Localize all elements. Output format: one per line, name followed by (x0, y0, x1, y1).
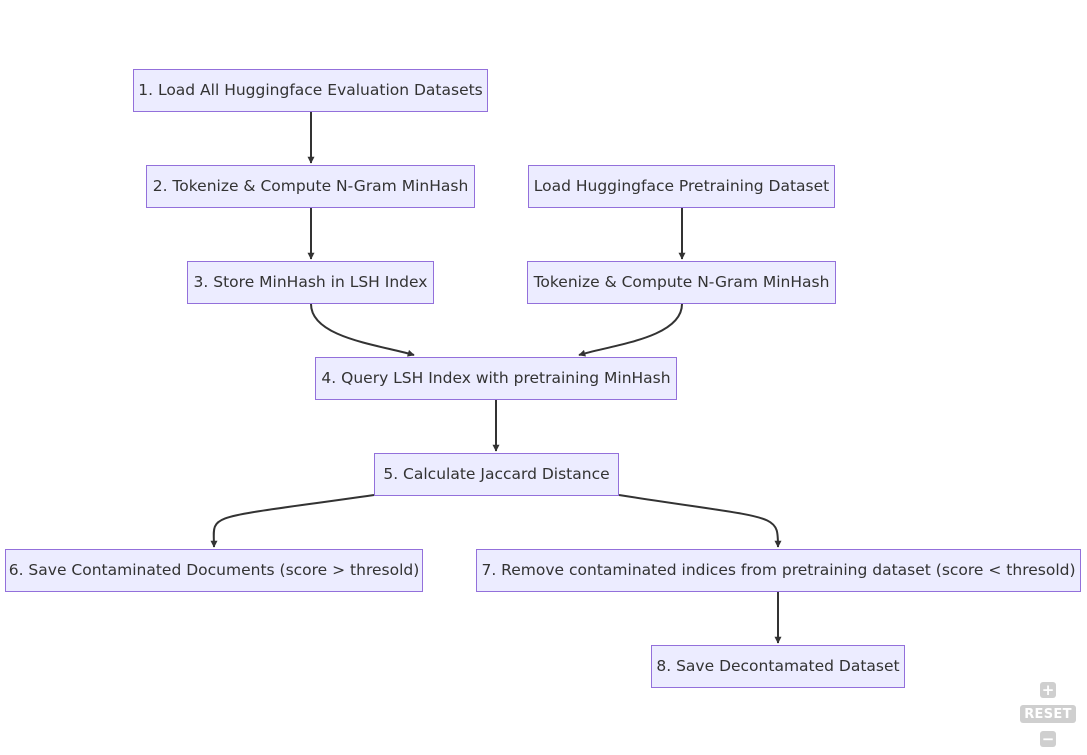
zoom-reset-button[interactable]: RESET (1020, 705, 1076, 723)
edge-n5-n7 (618, 494, 782, 548)
node-save-decontaminated: 8. Save Decontamated Dataset (651, 645, 905, 688)
node-calculate-jaccard: 5. Calculate Jaccard Distance (374, 453, 619, 496)
node-remove-contaminated: 7. Remove contaminated indices from pret… (476, 549, 1081, 592)
node-query-lsh-index: 4. Query LSH Index with pretraining MinH… (315, 357, 677, 400)
node-load-eval-datasets: 1. Load All Huggingface Evaluation Datas… (133, 69, 488, 112)
node-save-contaminated: 6. Save Contaminated Documents (score > … (5, 549, 423, 592)
zoom-in-plus-icon[interactable]: + (1040, 680, 1056, 699)
edge-n3-n4 (310, 303, 415, 357)
zoom-out-minus-icon[interactable]: − (1040, 729, 1056, 748)
node-tokenize-pretraining: Tokenize & Compute N-Gram MinHash (527, 261, 836, 304)
edge-n5-n6 (210, 494, 375, 548)
node-tokenize-eval: 2. Tokenize & Compute N-Gram MinHash (146, 165, 475, 208)
edge-p2-n4 (578, 303, 683, 357)
node-load-pretraining-dataset: Load Huggingface Pretraining Dataset (528, 165, 835, 208)
node-store-minhash: 3. Store MinHash in LSH Index (187, 261, 434, 304)
zoom-controls: + RESET − (1020, 681, 1076, 749)
